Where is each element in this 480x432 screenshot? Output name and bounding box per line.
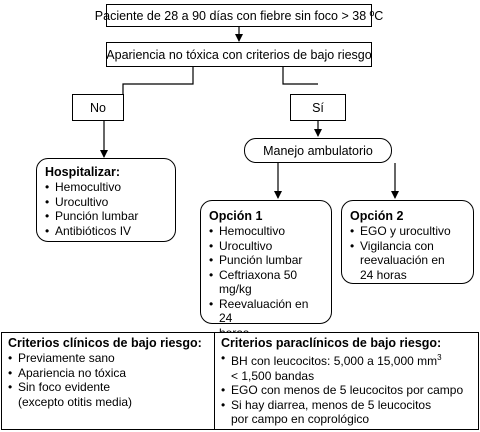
list-item: Urocultivo — [209, 239, 323, 254]
paraclinical-criteria: Criterios paraclínicos de bajo riesgo: B… — [215, 333, 478, 429]
criteria-panel: Criterios clínicos de bajo riesgo: Previ… — [1, 332, 479, 430]
no-box: No — [72, 94, 124, 121]
list-item: EGO y urocultivo — [350, 224, 465, 239]
superscript: 3 — [437, 353, 442, 362]
option1-list: Hemocultivo Urocultivo Punción lumbar Ce… — [209, 224, 323, 340]
appearance-box: Apariencia no tóxica con criterios de ba… — [106, 42, 372, 67]
appearance-text: Apariencia no tóxica con criterios de ba… — [106, 47, 372, 62]
hospitalize-list: Hemocultivo Urocultivo Punción lumbar An… — [45, 180, 167, 238]
list-item: Hemocultivo — [209, 224, 323, 239]
option2-list: EGO y urocultivo Vigilancia con reevalua… — [350, 224, 465, 282]
list-item-continued: < 1,500 bandas — [231, 368, 315, 383]
clinical-criteria: Criterios clínicos de bajo riesgo: Previ… — [2, 333, 215, 429]
hospitalize-box: Hospitalizar: Hemocultivo Urocultivo Pun… — [36, 158, 176, 242]
list-item: Ceftriaxona 50 mg/kg — [209, 268, 323, 297]
list-item: Previamente sano — [8, 351, 208, 366]
list-item-continued: 24 horas — [360, 267, 407, 282]
list-item: Hemocultivo — [45, 180, 167, 195]
list-item-continued: por campo en coprológico — [231, 412, 370, 426]
list-item-continued: (excepto otitis media) — [18, 394, 133, 409]
option1-title: Opción 1 — [209, 209, 263, 223]
option2-box: Opción 2 EGO y urocultivo Vigilancia con… — [341, 200, 474, 284]
list-item: Punción lumbar — [209, 253, 323, 268]
list-item: Vigilancia con — [350, 239, 465, 254]
line-appearance-to-no — [122, 67, 194, 94]
list-item: Punción lumbar — [45, 209, 167, 224]
ambulatory-text: Manejo ambulatorio — [263, 143, 373, 158]
patient-box: Paciente de 28 a 90 días con fiebre sin … — [95, 4, 383, 27]
list-item: Reevaluación en 24 — [209, 297, 323, 326]
list-item: Apariencia no tóxica — [8, 366, 208, 381]
si-label: Sí — [312, 100, 324, 115]
clinical-list: Previamente sano Apariencia no tóxica Si… — [8, 351, 208, 409]
clinical-title: Criterios clínicos de bajo riesgo: — [8, 336, 202, 350]
option2-title: Opción 2 — [350, 209, 404, 223]
line-appearance-to-si — [282, 67, 318, 85]
list-item: EGO con menos de 5 leucocitos por campo — [221, 383, 472, 398]
no-label: No — [90, 100, 106, 115]
list-item: Urocultivo — [45, 195, 167, 210]
paraclinical-list: BH con leucocitos: 5,000 a 15,000 mm3 < … — [221, 351, 472, 427]
option1-box: Opción 1 Hemocultivo Urocultivo Punción … — [200, 200, 332, 340]
list-item: Sin foco evidente — [8, 380, 208, 395]
leukocyte-range: BH con leucocitos: 5,000 a 15,000 mm — [231, 354, 438, 368]
list-item: Si hay diarrea, menos de 5 leucocitos — [221, 398, 472, 413]
hospitalize-title: Hospitalizar: — [45, 165, 121, 179]
paraclinical-title: Criterios paraclínicos de bajo riesgo: — [221, 336, 442, 350]
ambulatory-box: Manejo ambulatorio — [244, 138, 392, 163]
list-item: Antibióticos IV — [45, 224, 167, 239]
si-box: Sí — [290, 94, 346, 121]
patient-text: Paciente de 28 a 90 días con fiebre sin … — [94, 8, 384, 23]
list-item: BH con leucocitos: 5,000 a 15,000 mm3 — [221, 351, 472, 369]
list-item-continued: reevaluación en — [360, 253, 445, 267]
